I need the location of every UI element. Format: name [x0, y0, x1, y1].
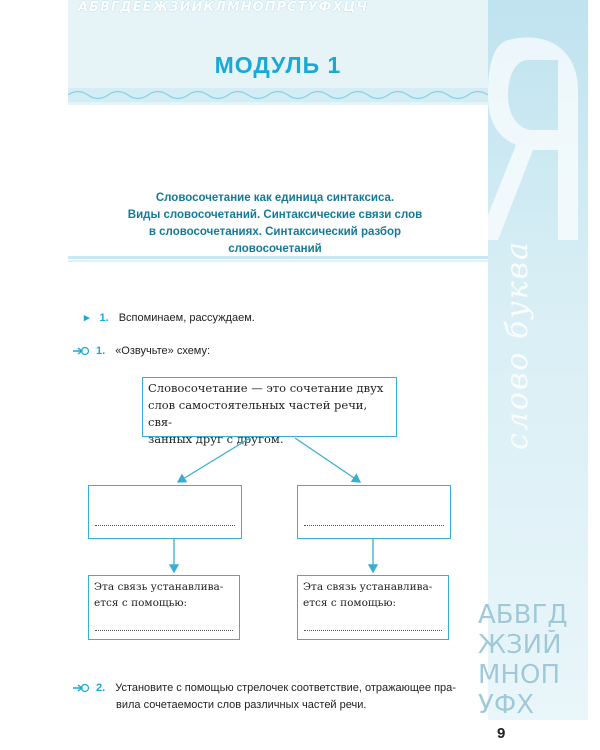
definition-line: Словосочетание — это сочетание двух — [148, 381, 384, 395]
task-3: 2. Установите с помощью стрелочек соответ… — [72, 680, 472, 714]
task-text: Вспоминаем, рассуждаем. — [118, 312, 255, 324]
ornament-divider — [68, 88, 488, 102]
definition-line: занных друг с другом. — [148, 432, 284, 446]
dotted-answer-line[interactable] — [95, 525, 235, 526]
page-number: 9 — [497, 725, 506, 742]
header-panel — [68, 0, 488, 105]
task-number: 1. — [99, 312, 109, 324]
dotted-answer-line[interactable] — [304, 630, 442, 631]
connection-box-right: Эта связь устанавлива- ется с помощью: — [297, 575, 449, 640]
pointing-hand-icon — [73, 346, 90, 356]
connection-line: ется с помощью: — [303, 597, 397, 609]
alphabet-strip: АБВГДЕЁЖЗИЙКЛМНОПРСТУФХЦЧ — [78, 0, 369, 15]
task-text: Установите с помощью стрелочек соответст… — [115, 682, 456, 694]
pointing-hand-icon — [73, 683, 90, 693]
task-1: ▸ 1. Вспоминаем, рассуждаем. — [84, 311, 255, 324]
task-number: 1. — [96, 345, 106, 357]
dotted-answer-line[interactable] — [304, 525, 444, 526]
side-alphabet-row: УФХ — [478, 690, 535, 720]
definition-box: Словосочетание — это сочетание двух слов… — [142, 377, 397, 446]
connection-line: Эта связь устанавлива- — [94, 581, 224, 593]
task-text: «Озвучьте» схему: — [115, 345, 211, 357]
heading-line: Словосочетание как единица синтаксиса. — [155, 192, 395, 204]
large-letter-decoration — [478, 37, 578, 240]
answer-box-right[interactable] — [297, 485, 451, 539]
connection-line: Эта связь устанавлива- — [303, 581, 433, 593]
dotted-answer-line[interactable] — [95, 630, 233, 631]
play-marker-icon: ▸ — [84, 312, 90, 324]
connection-box-left: Эта связь устанавлива- ется с помощью: — [88, 575, 240, 640]
answer-box-left[interactable] — [88, 485, 242, 539]
section-heading: Словосочетание как единица синтаксиса. В… — [100, 190, 450, 258]
definition-line: слов самостоятельных частей речи, свя- — [148, 398, 368, 429]
connection-line: ется с помощью: — [94, 597, 188, 609]
task-number: 2. — [96, 682, 106, 694]
heading-line: словосочетаний — [228, 243, 322, 255]
ornament-divider — [68, 256, 488, 262]
task-2: 1. «Озвучьте» схему: — [72, 345, 210, 357]
side-vertical-text: слово буква — [500, 240, 535, 450]
side-alphabet-row: МНОП — [478, 660, 560, 690]
heading-line: Виды словосочетаний. Синтаксические связ… — [127, 209, 423, 221]
module-title: МОДУЛЬ 1 — [214, 52, 342, 78]
side-alphabet-row: ЖЗИЙ — [478, 630, 562, 660]
heading-line: в словосочетаниях. Синтаксический разбор — [148, 226, 402, 238]
task-text: вила сочетаемости слов различных частей … — [116, 699, 367, 711]
side-alphabet-row: АБВГД — [478, 600, 568, 630]
